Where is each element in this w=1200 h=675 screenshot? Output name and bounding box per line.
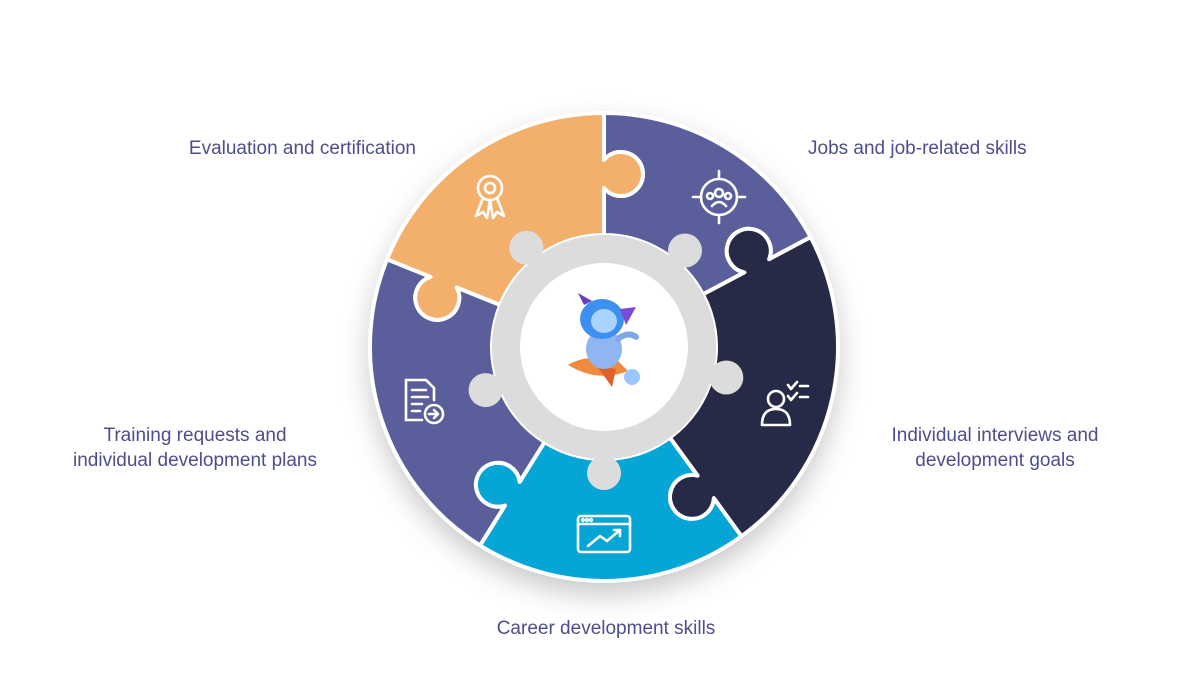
hub-knob-0 [668,233,702,268]
hub-knob-4 [509,230,544,265]
label-jobs: Jobs and job-related skills [808,138,1027,159]
label-interviews: Individual interviews and development go… [891,425,1099,471]
document-arrow-icon [404,378,445,425]
hub-knob-2 [587,456,621,490]
hub-knob-3 [468,373,503,408]
robot-mascot-on-rocket-icon [568,293,640,387]
person-checklist-icon [760,380,810,427]
award-ribbon-icon [474,174,506,220]
hub-knob-1 [709,360,744,395]
label-training: Training requests and individual develop… [73,425,317,471]
target-people-icon [691,169,747,225]
growth-chart-window-icon [576,514,632,554]
label-career: Career development skills [496,618,716,639]
segment-icons [404,169,810,554]
label-evaluation: Evaluation and certification [188,138,416,159]
center-hub [468,230,744,490]
